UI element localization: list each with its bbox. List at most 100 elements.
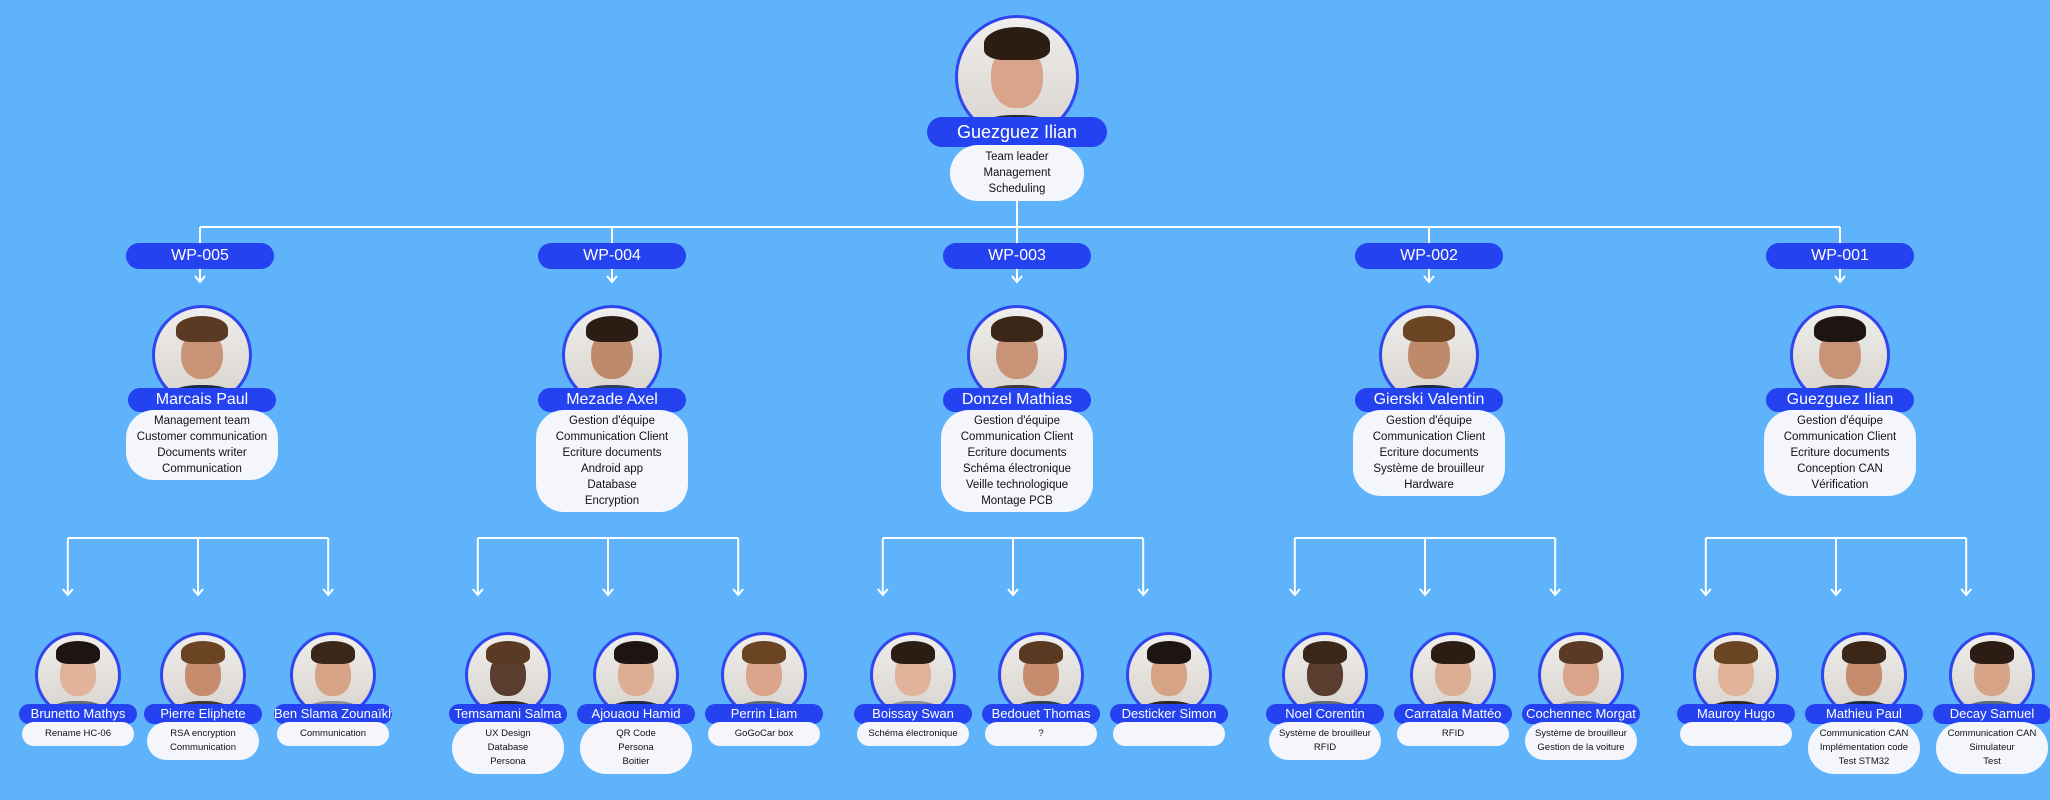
person-name: Decay Samuel	[1933, 703, 2050, 724]
task-item: Système de brouilleur	[1373, 462, 1485, 475]
person-name: Guezguez Ilian	[1766, 387, 1914, 412]
task-list: Schéma électronique	[857, 721, 969, 746]
person-name: Mezade Axel	[538, 387, 686, 412]
person-name: Guezguez Ilian	[927, 117, 1107, 148]
task-item: Hardware	[1404, 478, 1454, 491]
task-item: Scheduling	[988, 183, 1046, 196]
task-item: Persona	[618, 741, 654, 753]
task-item: Communication Client	[555, 430, 669, 443]
profile-photo	[1949, 632, 2035, 718]
task-list	[1680, 721, 1792, 746]
task-item: Management	[983, 167, 1051, 180]
task-item: Android app	[580, 462, 644, 475]
person-name: Ben Slama Zounaïkha	[274, 703, 392, 724]
task-item: Test	[1983, 755, 2001, 767]
task-item: RFID	[1313, 741, 1337, 753]
task-item: Rename HC-06	[45, 727, 111, 739]
task-item: Communication Client	[1372, 430, 1486, 443]
task-item: UX Design	[485, 727, 531, 739]
arrow-head	[732, 588, 744, 597]
arrow-head	[1419, 588, 1431, 597]
arrow-head	[877, 588, 889, 597]
work-package-badge: WP-001	[1766, 243, 1914, 269]
task-item: Test STM32	[1838, 755, 1890, 767]
task-item: Encryption	[584, 494, 640, 507]
task-item: RSA encryption	[170, 727, 236, 739]
arrow-head	[1700, 588, 1712, 597]
task-item: Communication Client	[960, 430, 1074, 443]
task-item: Schéma électronique	[868, 727, 958, 739]
task-item: Système de brouilleur	[1535, 727, 1627, 739]
person-name: Carratala Mattéo	[1394, 703, 1512, 724]
task-item: Implémentation code	[1819, 741, 1909, 753]
task-item: Database	[587, 478, 637, 491]
task-item: Ecriture documents	[1379, 446, 1479, 459]
task-list: ?	[985, 721, 1097, 746]
person-name: Gierski Valentin	[1355, 387, 1503, 412]
task-item: Simulateur	[1969, 741, 2015, 753]
arrow-head	[1549, 588, 1561, 597]
task-item: Gestion d'équipe	[1797, 414, 1883, 427]
arrow-head	[472, 588, 484, 597]
task-item: Gestion d'équipe	[1386, 414, 1472, 427]
arrow-head	[1007, 588, 1019, 597]
task-list: Communication	[277, 721, 389, 746]
arrow-head	[62, 588, 74, 597]
task-item: Persona	[490, 755, 526, 767]
task-item: Boitier	[622, 755, 650, 767]
task-item: Communication	[162, 462, 242, 475]
task-item: Montage PCB	[981, 494, 1053, 507]
task-item: Schéma électronique	[962, 462, 1072, 475]
work-package-badge: WP-003	[943, 243, 1091, 269]
arrow-head	[1960, 588, 1972, 597]
arrow-head	[1011, 275, 1023, 284]
arrow-head	[602, 588, 614, 597]
task-item: Gestion de la voiture	[1537, 741, 1625, 753]
person-name: Mathieu Paul	[1805, 703, 1923, 724]
task-item: ?	[1038, 727, 1044, 739]
work-package-badge: WP-005	[126, 243, 274, 269]
task-list: GoGoCar box	[708, 721, 820, 746]
person-name: Bedouet Thomas	[982, 703, 1100, 724]
task-item: Customer communication	[136, 430, 268, 443]
task-item: Communication CAN	[1947, 727, 2037, 739]
task-list: Rename HC-06	[22, 721, 134, 746]
task-item: Team leader	[985, 151, 1049, 164]
person-name: Noel Corentin	[1266, 703, 1384, 724]
arrow-head	[1423, 275, 1435, 284]
person-name: Pierre Eliphete	[144, 703, 262, 724]
task-item: GoGoCar box	[734, 727, 794, 739]
person-name: Brunetto Mathys	[19, 703, 137, 724]
arrow-head	[192, 588, 204, 597]
person-name: Temsamani Salma	[449, 703, 567, 724]
task-item: Système de brouilleur	[1279, 727, 1371, 739]
person-name: Donzel Mathias	[943, 387, 1091, 412]
task-list: RFID	[1397, 721, 1509, 746]
arrow-head	[1830, 588, 1842, 597]
task-item: Gestion d'équipe	[569, 414, 655, 427]
task-item: Communication Client	[1783, 430, 1897, 443]
task-item: Communication CAN	[1819, 727, 1909, 739]
person-name: Ajouaou Hamid	[577, 703, 695, 724]
arrow-head	[1834, 275, 1846, 284]
work-package-badge: WP-002	[1355, 243, 1503, 269]
person-name: Desticker Simon	[1110, 703, 1228, 724]
task-item: Conception CAN	[1797, 462, 1883, 475]
task-item: Ecriture documents	[1790, 446, 1890, 459]
person-name: Cochennec Morgat	[1522, 703, 1640, 724]
person-name: Boissay Swan	[854, 703, 972, 724]
task-item: RFID	[1441, 727, 1465, 739]
task-list	[1113, 721, 1225, 746]
